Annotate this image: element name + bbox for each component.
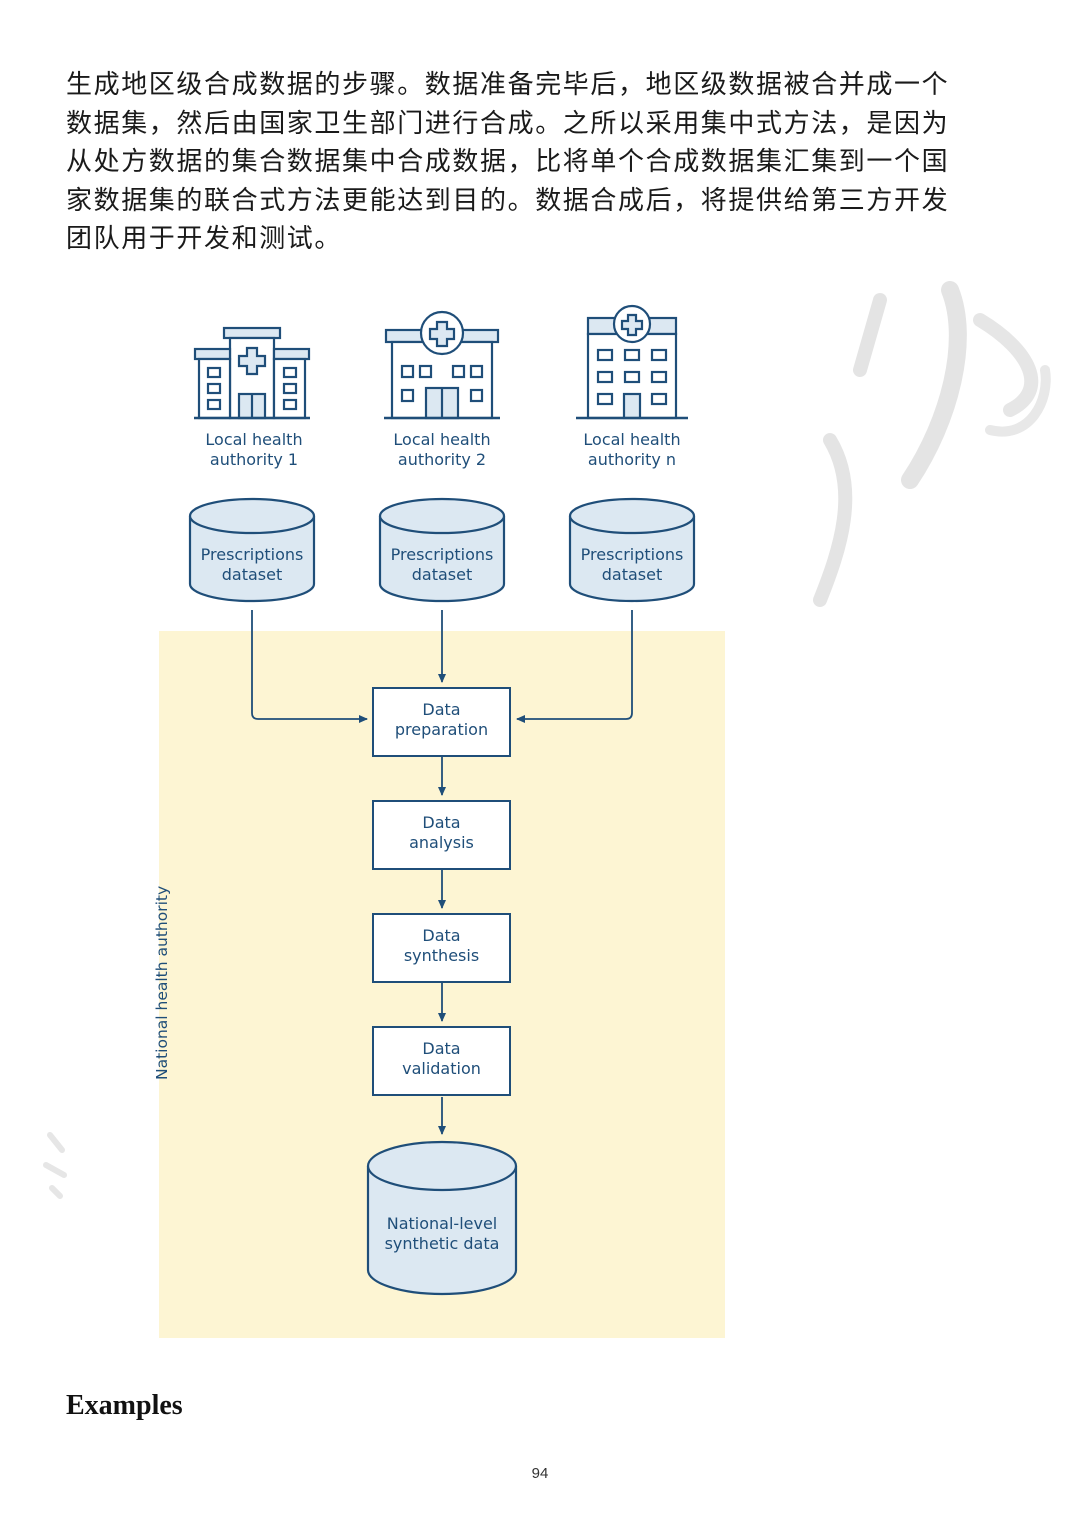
- body-paragraph: 生成地区级合成数据的步骤。数据准备完毕后，地区级数据被合并成一个 数据集，然后由…: [66, 66, 996, 259]
- step-label-validation: Data validation: [373, 1039, 510, 1079]
- authority-label-line: Local health: [583, 430, 681, 449]
- watermark-fragment: [43, 1132, 67, 1199]
- step-label-line: Data: [422, 926, 461, 945]
- diagram-graphics: [159, 304, 725, 1338]
- step-label-line: validation: [402, 1059, 481, 1078]
- connector-arrow: [516, 610, 633, 723]
- step-box: [372, 687, 511, 757]
- hospital-icon: [384, 310, 500, 420]
- dataset-label-line: dataset: [601, 565, 663, 584]
- region-label: National health authority: [153, 885, 171, 1080]
- step-label-line: analysis: [409, 833, 474, 852]
- database-icon: [366, 1140, 518, 1296]
- authority-label-line: authority 1: [209, 450, 299, 469]
- hospital-icon: [576, 304, 688, 420]
- output-label-line: National-level: [386, 1214, 498, 1233]
- output-label-line: synthetic data: [384, 1234, 500, 1253]
- paragraph-line: 数据集，然后由国家卫生部门进行合成。之所以采用集中式方法，是因为: [66, 108, 950, 139]
- step-label-line: synthesis: [403, 946, 480, 965]
- step-label-line: Data: [422, 700, 461, 719]
- authority-label-line: Local health: [393, 430, 491, 449]
- database-icon: [568, 497, 696, 603]
- dataset-label-line: dataset: [411, 565, 473, 584]
- authority-label-line: Local health: [205, 430, 303, 449]
- authority-label-line: authority n: [587, 450, 677, 469]
- dataset-label-line: Prescriptions: [200, 545, 304, 564]
- database-icon: [188, 497, 316, 603]
- dataset-label: Prescriptions dataset: [380, 545, 504, 585]
- paragraph-line: 生成地区级合成数据的步骤。数据准备完毕后，地区级数据被合并成一个: [66, 70, 950, 100]
- authority-label: Local health authority n: [572, 430, 692, 470]
- dataset-label-line: dataset: [221, 565, 283, 584]
- authority-label-line: authority 2: [397, 450, 487, 469]
- step-box: [372, 913, 511, 983]
- page-number: 94: [531, 1465, 549, 1482]
- authority-label: Local health authority 2: [382, 430, 502, 470]
- section-heading: Examples: [66, 1390, 183, 1421]
- step-label-line: Data: [422, 1039, 461, 1058]
- database-icon: [378, 497, 506, 603]
- paragraph-line: 从处方数据的集合数据集中合成数据，比将单个合成数据集汇集到一个国: [66, 147, 950, 177]
- dataset-label: Prescriptions dataset: [570, 545, 694, 585]
- step-box: [372, 1026, 511, 1096]
- dataset-label-line: Prescriptions: [390, 545, 494, 564]
- dataset-label-line: Prescriptions: [580, 545, 684, 564]
- paragraph-line: 家数据集的联合式方法更能达到目的。数据合成后，将提供给第三方开发: [66, 185, 950, 216]
- step-box: [372, 800, 511, 870]
- watermark-logo: [813, 281, 1051, 607]
- connector-arrow: [251, 610, 368, 723]
- paragraph-line: 团队用于开发和测试。: [66, 224, 343, 254]
- dataset-label: Prescriptions dataset: [190, 545, 314, 585]
- output-label: National-level synthetic data: [368, 1214, 516, 1254]
- authority-label: Local health authority 1: [194, 430, 314, 470]
- step-label-line: Data: [422, 813, 461, 832]
- step-label-preparation: Data preparation: [373, 700, 510, 740]
- step-label-synthesis: Data synthesis: [373, 926, 510, 966]
- process-diagram: Local health authority 1 Local health au…: [150, 300, 740, 1350]
- step-label-line: preparation: [394, 720, 489, 739]
- hospital-icon: [193, 326, 311, 420]
- step-label-analysis: Data analysis: [373, 813, 510, 853]
